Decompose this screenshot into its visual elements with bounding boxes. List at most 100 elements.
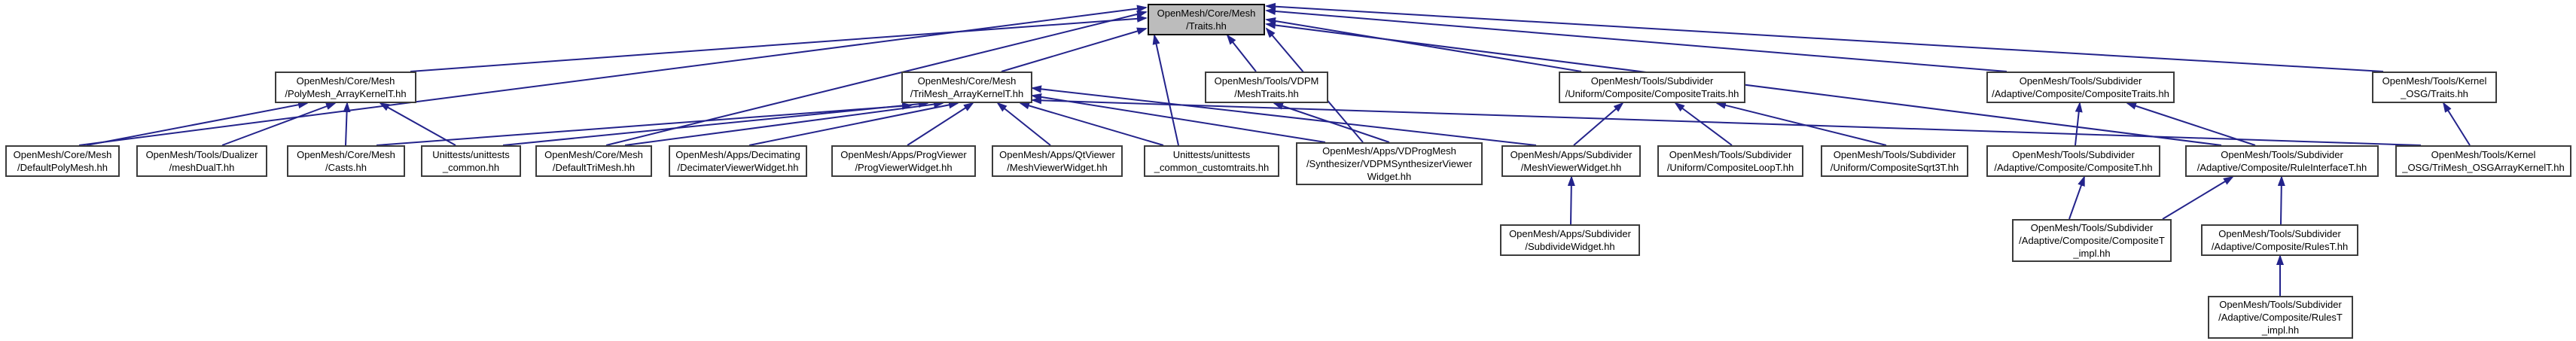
node-label-line: /MeshViewerWidget.hh	[1007, 162, 1108, 173]
edge-defaulttrimesh-to-trimesh_kernel	[624, 100, 944, 146]
node-label-line: OpenMesh/Tools/Kernel	[2382, 75, 2487, 87]
node-label-line: OpenMesh/Apps/Decimating	[675, 149, 800, 160]
node-defaulttrimesh[interactable]: OpenMesh/Core/Mesh /DefaultTriMesh.hh	[535, 145, 652, 177]
node-compositet[interactable]: OpenMesh/Tools/Subdivider /Adaptive/Comp…	[1986, 145, 2160, 177]
edge-subd_meshviewer-to-trimesh_kernel	[1031, 85, 1537, 146]
edge-compositet_impl-to-ruleinterfacet	[2162, 175, 2234, 220]
node-adaptive-compositetraits[interactable]: OpenMesh/Tools/Subdivider /Adaptive/Comp…	[1986, 72, 2175, 103]
edge-unittests_custom-to-trimesh_kernel	[1019, 102, 1164, 146]
node-traits[interactable]: OpenMesh/Core/Mesh /Traits.hh	[1148, 4, 1265, 35]
node-uniform-compositetraits[interactable]: OpenMesh/Tools/Subdivider /Uniform/Compo…	[1559, 72, 1745, 103]
node-defaultpolymesh[interactable]: OpenMesh/Core/Mesh /DefaultPolyMesh.hh	[5, 145, 120, 177]
node-meshdualt[interactable]: OpenMesh/Tools/Dualizer /meshDualT.hh	[136, 145, 267, 177]
node-kernel-osg-traits[interactable]: OpenMesh/Tools/Kernel _OSG/Traits.hh	[2372, 72, 2497, 103]
node-label-line: _OSG/Traits.hh	[2401, 88, 2468, 99]
edge-unittests_custom-to-traits	[1152, 34, 1179, 146]
node-label-line: /DefaultTriMesh.hh	[552, 162, 636, 173]
node-subdividewidget[interactable]: OpenMesh/Apps/Subdivider /SubdivideWidge…	[1500, 224, 1640, 256]
edge-compositeloopt-to-uni_compositetraits	[1674, 102, 1733, 146]
edge-ada_compositetraits-to-traits	[1265, 8, 2007, 72]
node-vdpm-meshtraits[interactable]: OpenMesh/Tools/VDPM /MeshTraits.hh	[1205, 72, 1328, 103]
node-label-line: /DecimaterViewerWidget.hh	[677, 162, 799, 173]
node-vdpmsynthesizerviewerwidget[interactable]: OpenMesh/Apps/VDProgMesh /Synthesizer/VD…	[1296, 142, 1483, 185]
node-label-line: /Adaptive/Composite/CompositeT	[2019, 235, 2165, 246]
node-label-line: OpenMesh/Tools/VDPM	[1214, 75, 1319, 87]
node-label-line: /MeshViewerWidget.hh	[1520, 162, 1622, 173]
node-label-line: OpenMesh/Tools/Kernel	[2431, 149, 2536, 160]
node-label-line: OpenMesh/Core/Mesh	[1157, 8, 1256, 19]
edge-vdpmsynthviewer-to-vdpm_meshtraits	[1273, 102, 1390, 143]
node-label-line: Unittests/unittests	[1172, 149, 1251, 160]
edge-subdividewidget-to-subd_meshviewer	[1567, 175, 1575, 225]
node-polymesh-arraykernelt[interactable]: OpenMesh/Core/Mesh /PolyMesh_ArrayKernel…	[275, 72, 416, 103]
node-label-line: OpenMesh/Apps/VDProgMesh	[1322, 145, 1456, 157]
node-compositesqrt3t[interactable]: OpenMesh/Tools/Subdivider /Uniform/Compo…	[1821, 145, 1968, 177]
node-rulest[interactable]: OpenMesh/Tools/Subdivider /Adaptive/Comp…	[2201, 224, 2358, 256]
edge-vdpmsynthviewer-to-trimesh_kernel	[1031, 93, 1326, 143]
edge-defaultpolymesh-to-polymesh_kernel	[86, 101, 309, 146]
node-label-line: _impl.hh	[2261, 324, 2300, 336]
edge-polymesh_kernel-to-traits	[410, 14, 1148, 72]
edge-rulest-to-ruleinterfacet	[2277, 175, 2285, 225]
edge-meshdualt-to-polymesh_kernel	[221, 102, 337, 146]
node-label-line: OpenMesh/Core/Mesh	[297, 149, 395, 160]
edges	[78, 2, 2471, 296]
node-label-line: OpenMesh/Apps/Subdivider	[1510, 149, 1632, 160]
node-label-line: _common.hh	[442, 162, 500, 173]
node-label-line: OpenMesh/Tools/Subdivider	[2219, 299, 2342, 310]
edge-unittests_common-to-trimesh_kernel	[502, 100, 929, 146]
node-label-line: OpenMesh/Core/Mesh	[296, 75, 395, 87]
edge-ruleinterfacet-to-ada_compositetraits	[2126, 102, 2256, 146]
node-label-line: OpenMesh/Tools/Subdivider	[1669, 149, 1792, 160]
edge-uni_compositetraits-to-traits	[1265, 17, 1582, 72]
node-trimesh-osgarraykernelt[interactable]: OpenMesh/Tools/Kernel _OSG/TriMesh_OSGAr…	[2395, 145, 2571, 177]
node-label-line: /Casts.hh	[325, 162, 367, 173]
node-label-line: _OSG/TriMesh_OSGArrayKernelT.hh	[2402, 162, 2565, 173]
edge-progviewer-to-trimesh_kernel	[907, 102, 974, 146]
edge-unittests_common-to-polymesh_kernel	[379, 102, 456, 146]
node-label-line: /Adaptive/Composite/RuleInterfaceT.hh	[2196, 162, 2367, 173]
edge-vdpm_meshtraits-to-traits	[1226, 34, 1257, 72]
edge-casts-to-trimesh_kernel	[376, 102, 913, 146]
node-ruleinterfacet[interactable]: OpenMesh/Tools/Subdivider /Adaptive/Comp…	[2185, 145, 2379, 177]
node-label-line: /Adaptive/Composite/CompositeTraits.hh	[1992, 88, 2169, 99]
node-label-line: OpenMesh/Tools/Subdivider	[2030, 222, 2154, 233]
node-label-line: OpenMesh/Core/Mesh	[917, 75, 1017, 87]
node-label-line: /Adaptive/Composite/CompositeT.hh	[1994, 162, 2153, 173]
edge-compositet_impl-to-compositet	[2068, 175, 2085, 220]
node-qtviewer-meshviewerwidget[interactable]: OpenMesh/Apps/QtViewer /MeshViewerWidget…	[992, 145, 1123, 177]
node-compositet-impl[interactable]: OpenMesh/Tools/Subdivider /Adaptive/Comp…	[2012, 219, 2172, 262]
edge-qtmeshviewer-to-trimesh_kernel	[996, 102, 1051, 146]
node-compositeloopt[interactable]: OpenMesh/Tools/Subdivider /Uniform/Compo…	[1657, 145, 1803, 177]
node-subdivider-meshviewerwidget[interactable]: OpenMesh/Apps/Subdivider /MeshViewerWidg…	[1501, 145, 1641, 177]
edge-osg_trimesh_kernel-to-osg_traits	[2442, 102, 2471, 146]
node-label-line: /ProgViewerWidget.hh	[855, 162, 953, 173]
node-label-line: _common_customtraits.hh	[1154, 162, 1270, 173]
node-label-line: Widget.hh	[1367, 171, 1412, 182]
node-unittests-common[interactable]: Unittests/unittests _common.hh	[421, 145, 521, 177]
edge-defaulttrimesh-to-traits	[605, 11, 1148, 146]
node-label-line: /MeshTraits.hh	[1234, 88, 1299, 99]
node-decimaterviewerwidget[interactable]: OpenMesh/Apps/Decimating /DecimaterViewe…	[669, 145, 807, 177]
node-label-line: /DefaultPolyMesh.hh	[17, 162, 108, 173]
node-label-line: /Uniform/CompositeSqrt3T.hh	[1830, 162, 1959, 173]
node-label-line: /Traits.hh	[1186, 20, 1227, 32]
node-progviewerwidget[interactable]: OpenMesh/Apps/ProgViewer /ProgViewerWidg…	[831, 145, 976, 177]
node-label-line: /meshDualT.hh	[169, 162, 235, 173]
edge-subd_meshviewer-to-uni_compositetraits	[1573, 102, 1624, 146]
edge-trimesh_kernel-to-traits	[1001, 27, 1148, 72]
node-rulest-impl[interactable]: OpenMesh/Tools/Subdivider /Adaptive/Comp…	[2208, 296, 2353, 339]
node-label-line: OpenMesh/Tools/Subdivider	[1833, 149, 1956, 160]
node-label-line: OpenMesh/Tools/Subdivider	[2019, 75, 2142, 87]
node-label-line: OpenMesh/Apps/QtViewer	[999, 149, 1115, 160]
node-label-line: /PolyMesh_ArrayKernelT.hh	[285, 88, 407, 99]
node-label-line: Unittests/unittests	[432, 149, 510, 160]
node-label-line: /Synthesizer/VDPMSynthesizerViewer	[1306, 158, 1473, 169]
node-casts[interactable]: OpenMesh/Core/Mesh /Casts.hh	[287, 145, 405, 177]
node-trimesh-arraykernelt[interactable]: OpenMesh/Core/Mesh /TriMesh_ArrayKernelT…	[901, 72, 1032, 103]
node-label-line: _impl.hh	[2073, 248, 2111, 259]
node-label-line: OpenMesh/Core/Mesh	[13, 149, 112, 160]
node-label-line: /TriMesh_ArrayKernelT.hh	[910, 88, 1024, 99]
node-unittests-common-customtraits[interactable]: Unittests/unittests _common_customtraits…	[1144, 145, 1279, 177]
